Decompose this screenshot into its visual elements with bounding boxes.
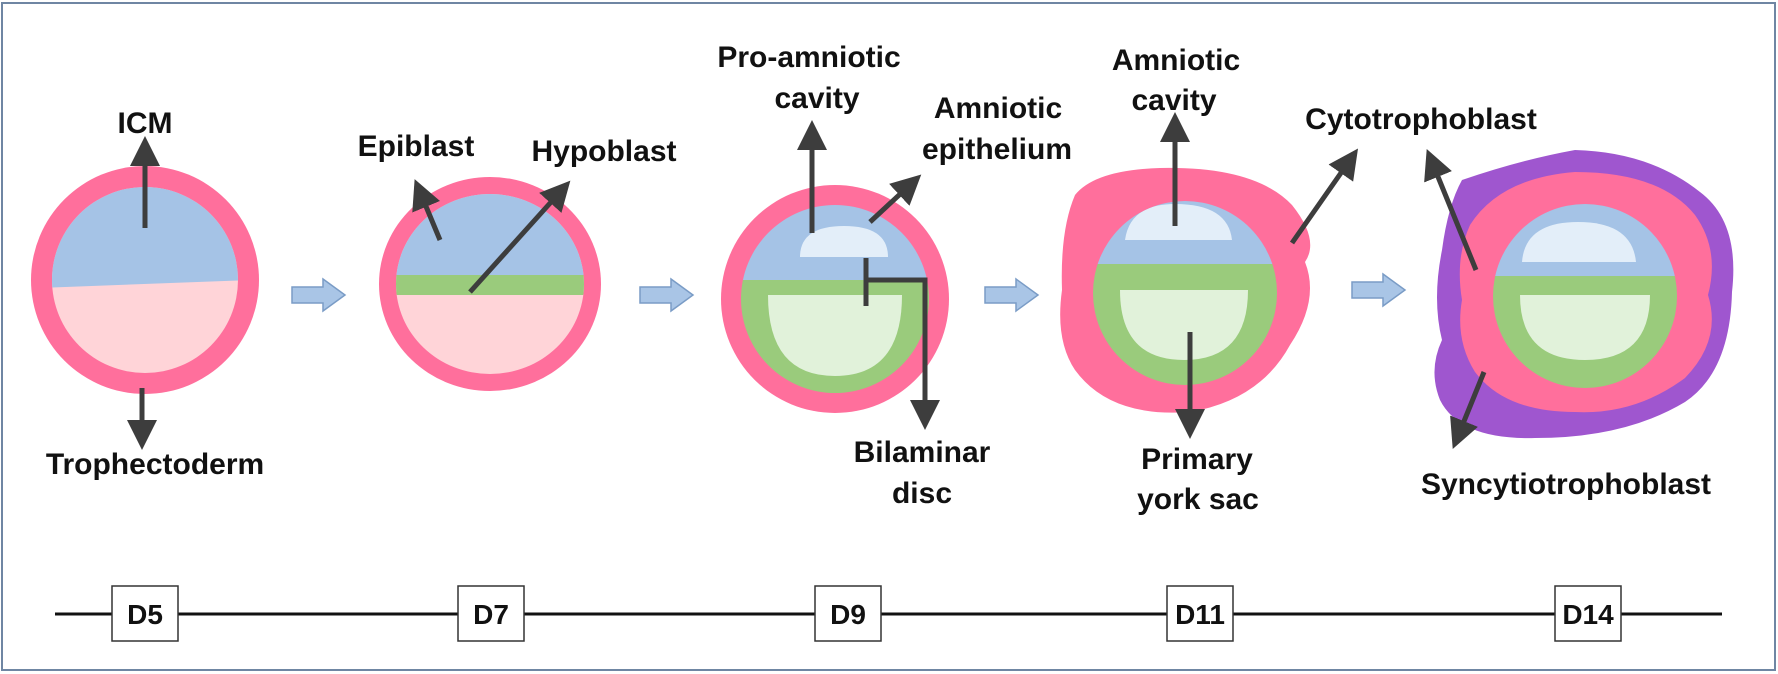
timeline-marker-d7: D7 [457, 585, 525, 642]
d11-primary-yolk-sac [1120, 290, 1248, 360]
d7-hypoblast [396, 275, 584, 295]
timeline-marker-d11: D11 [1166, 585, 1234, 642]
timeline: D5 D7 D9 D11 D14 [55, 585, 1722, 642]
d14-syncytiotrophoblast-arrow [1450, 371, 1487, 449]
d11-cytotrophoblast-arrow [1289, 148, 1359, 245]
stage-arrow-1 [291, 277, 347, 313]
d9-bilaminar-disc-arrow [866, 277, 940, 430]
d9-cavity-label-line2: cavity [774, 82, 859, 115]
d9-cavity-label-line1: Pro-amniotic [717, 41, 900, 74]
d7-hypoblast-arrow [468, 180, 571, 294]
d9-epithelium-label-line2: epithelium [922, 133, 1072, 166]
d14-syncytiotrophoblast-label: Syncytiotrophoblast [1421, 468, 1711, 501]
d14-yolk-sac [1520, 295, 1650, 360]
day-label-d9: D9 [830, 599, 866, 630]
d9-yolk-region [768, 295, 902, 376]
d7-hypoblast-label: Hypoblast [531, 135, 676, 168]
d9-epithelium-label-line1: Amniotic [934, 92, 1062, 125]
d11-cytotrophoblast-label: Cytotrophoblast [1305, 103, 1537, 136]
d9-pro-amniotic-cavity [800, 226, 888, 257]
d5-trophectoderm-label: Trophectoderm [46, 448, 264, 481]
d11-yolk-label-line2: york sac [1137, 483, 1259, 516]
day-label-d7: D7 [473, 599, 509, 630]
d14-amniotic-cavity [1522, 222, 1636, 262]
day-label-d14: D14 [1562, 599, 1614, 630]
d9-disc-label-line2: disc [892, 477, 952, 510]
stage-d7-embryo: Epiblast Hypoblast [358, 130, 677, 391]
stage-d5-blastocyst: ICM Trophectoderm [31, 107, 264, 481]
d7-epiblast-arrow [412, 179, 443, 241]
d9-disc-label-line1: Bilaminar [854, 436, 991, 469]
d11-cavity-label-line2: cavity [1131, 84, 1216, 117]
timeline-marker-d9: D9 [814, 585, 882, 642]
d7-epiblast-label: Epiblast [358, 130, 475, 163]
timeline-marker-d5: D5 [111, 585, 179, 642]
stage-arrow-3 [984, 277, 1040, 313]
d5-icm-label: ICM [118, 107, 173, 140]
day-label-d5: D5 [127, 599, 163, 630]
d14-cytotrophoblast-arrow [1424, 149, 1479, 271]
stage-arrow-2 [639, 277, 695, 313]
stage-d14-embryo: Syncytiotrophoblast [1421, 149, 1734, 501]
d11-cavity-label-line1: Amniotic [1112, 44, 1240, 77]
day-label-d11: D11 [1175, 599, 1225, 630]
d11-amniotic-cavity [1125, 204, 1232, 240]
d11-yolk-label-line1: Primary [1141, 443, 1253, 476]
stage-d11-embryo: Amniotic cavity Cytotrophoblast Primary … [1060, 44, 1537, 516]
stage-arrow-4 [1351, 272, 1407, 308]
d9-epithelium-arrow [868, 174, 922, 224]
timeline-marker-d14: D14 [1554, 585, 1622, 642]
stage-d9-embryo: Pro-amniotic cavity Amniotic epithelium … [717, 41, 1072, 510]
